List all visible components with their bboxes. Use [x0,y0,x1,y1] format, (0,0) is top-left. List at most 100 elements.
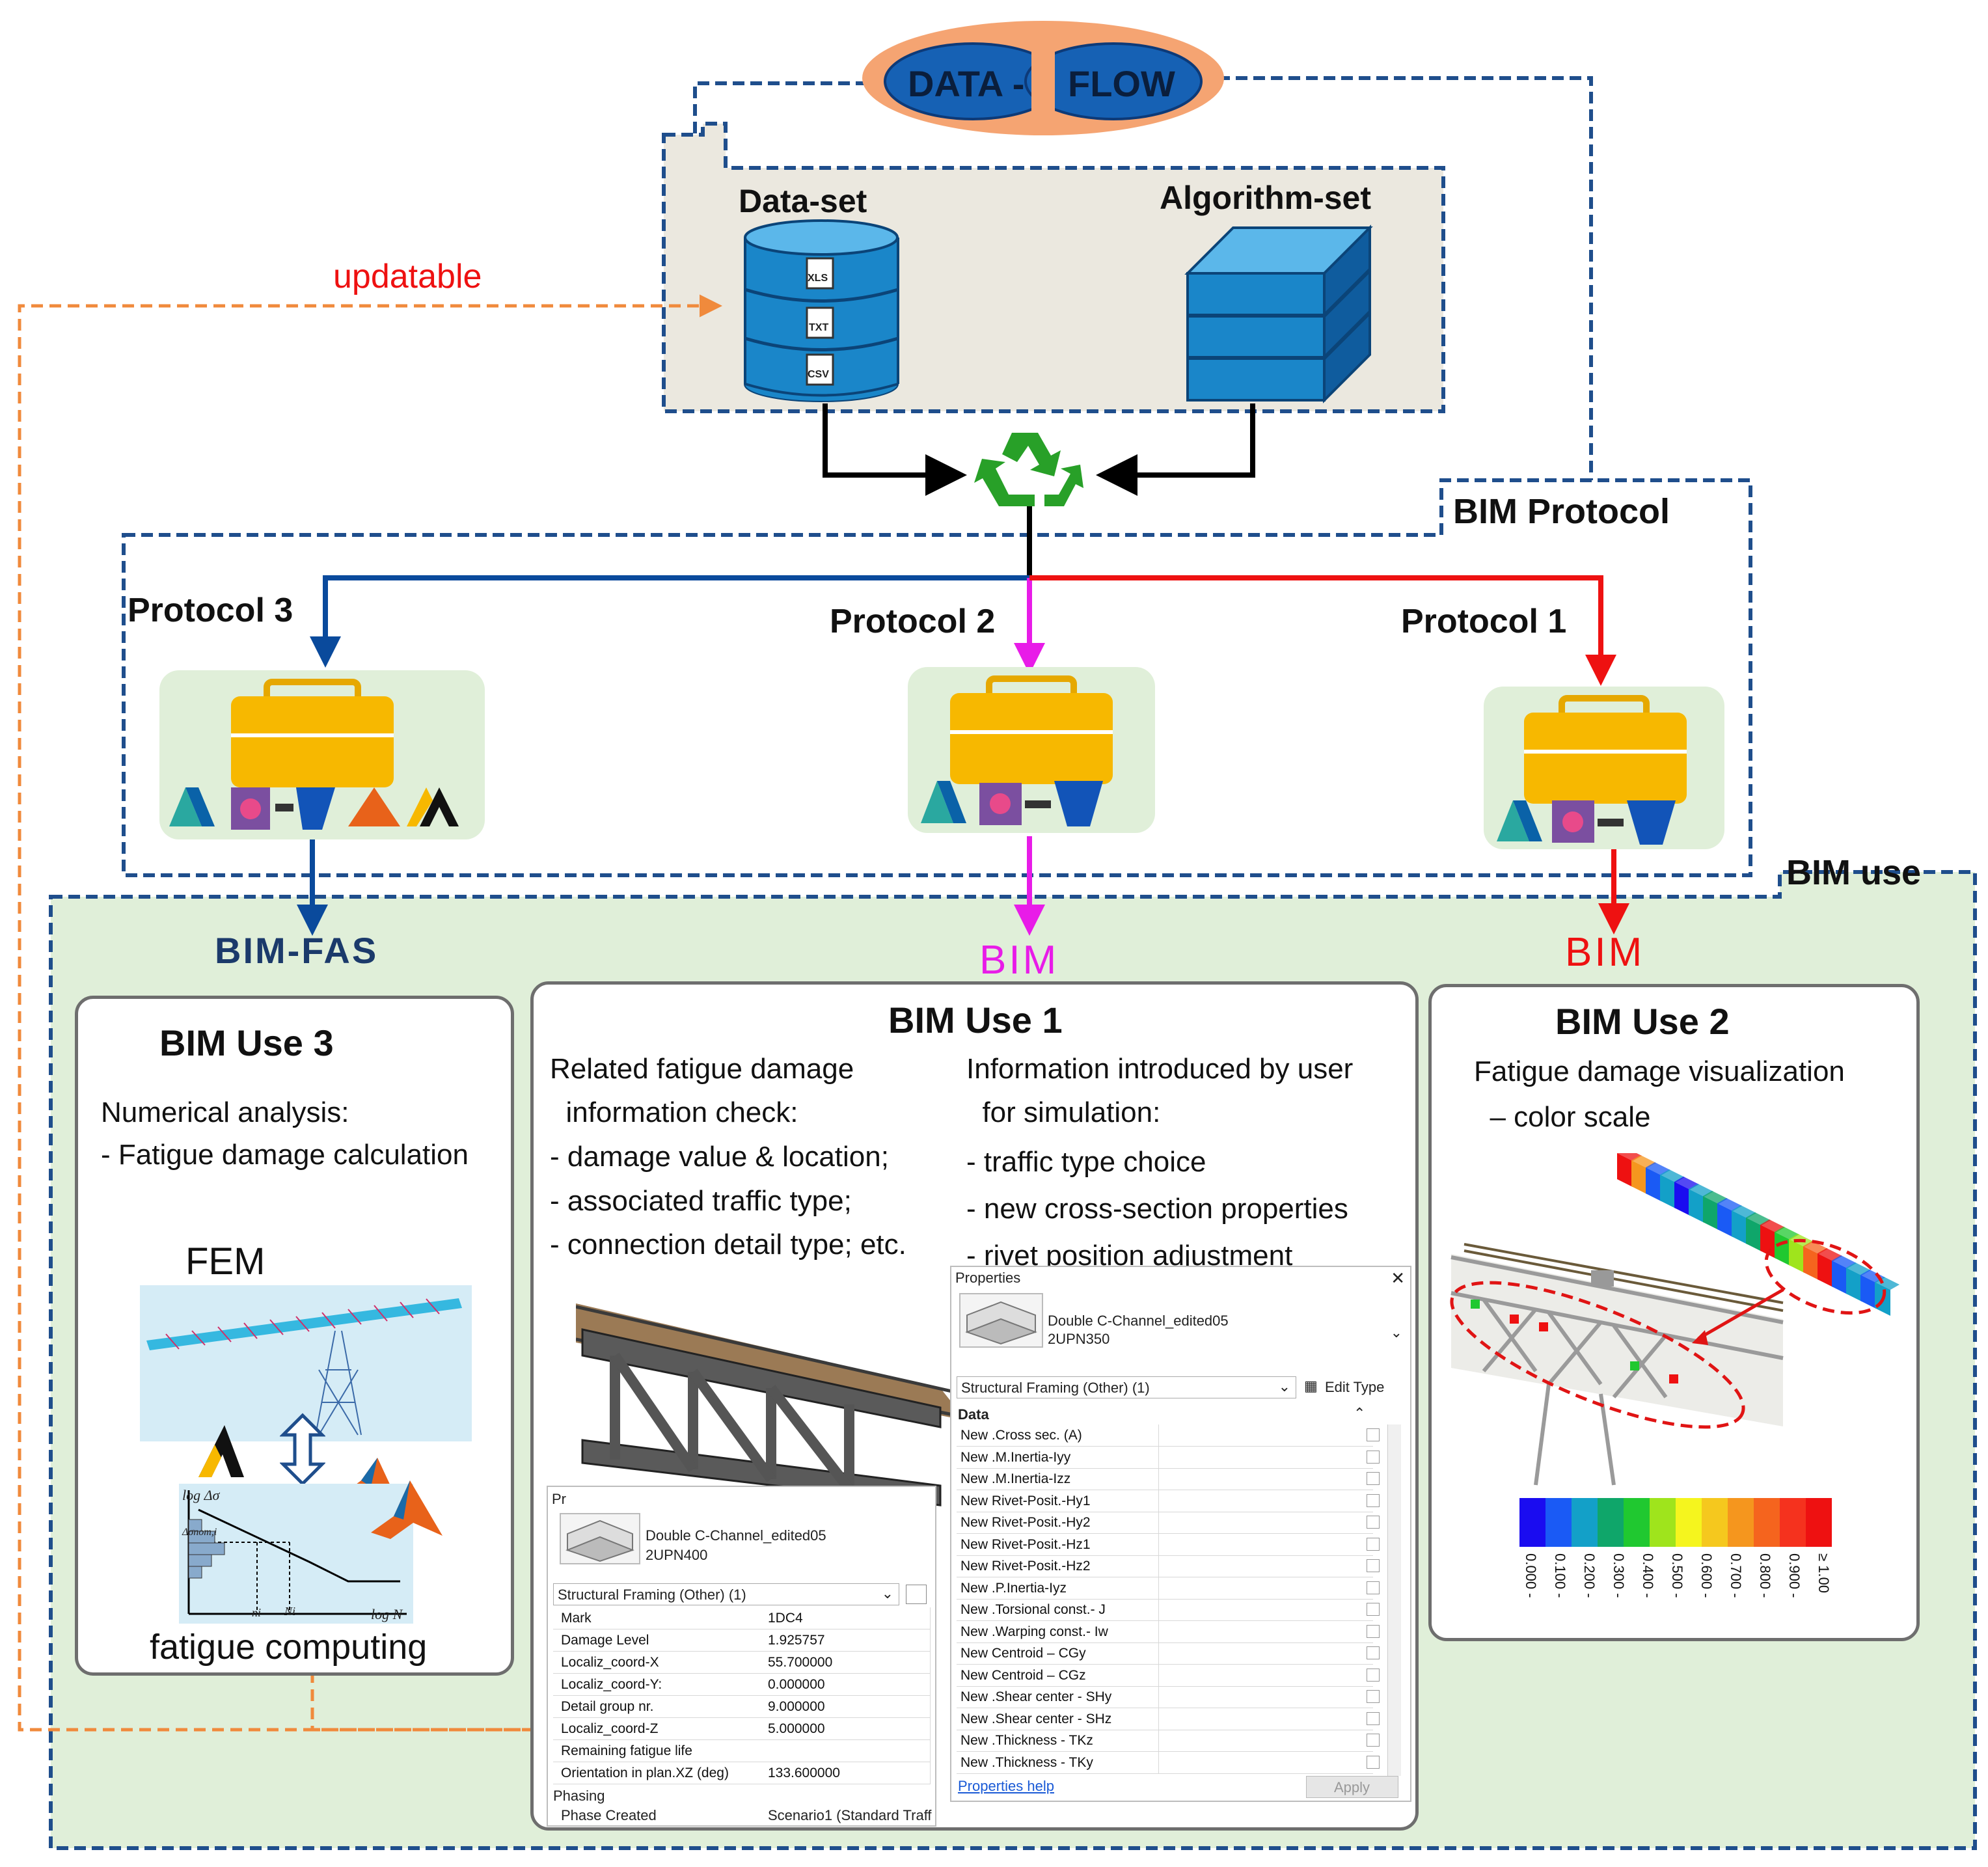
checkbox-icon[interactable] [1367,1646,1380,1659]
checkbox-icon[interactable] [1367,1624,1380,1638]
property-value-cell[interactable] [1158,1555,1159,1577]
scale-label: 0.900 - [1786,1553,1803,1598]
property-value-cell[interactable] [1158,1751,1159,1773]
property-value-cell[interactable] [1158,1642,1159,1664]
scale-label: 0.800 - [1757,1553,1773,1598]
property-value-cell[interactable] [1158,1424,1159,1446]
property-row[interactable]: New .Cross sec. (A) [957,1424,1380,1447]
property-row[interactable]: New .M.Inertia-Iyy [957,1446,1380,1469]
checkbox-icon[interactable] [1367,1711,1380,1725]
checkbox-icon[interactable] [1367,1493,1380,1507]
property-row[interactable]: New .M.Inertia-Izz [957,1468,1380,1490]
bim-use3-title: BIM Use 3 [159,1022,334,1063]
property-value-cell[interactable] [1158,1708,1159,1730]
property-row[interactable]: New Centroid – CGy [957,1642,1380,1665]
dataset-label: Data-set [739,183,867,219]
property-row[interactable]: New Rivet-Posit.-Hy1 [957,1490,1380,1512]
collapse-icon[interactable]: ⌃ [1354,1405,1366,1421]
right-properties-panel: Properties ✕ Double C-Channel_edited05 2… [950,1266,1411,1802]
checkbox-icon[interactable] [1367,1603,1380,1616]
type-chevron-icon[interactable]: ⌄ [1390,1324,1402,1341]
property-row[interactable]: New Rivet-Posit.-Hz2 [957,1555,1380,1577]
beam-segment [1689,1189,1704,1223]
checkbox-icon[interactable] [1367,1537,1380,1551]
property-value-cell[interactable] [1158,1512,1159,1533]
xls-file-icon: XLS [808,273,828,284]
checkbox-icon[interactable] [1367,1516,1380,1529]
right-category-select[interactable]: Structural Framing (Other) (1) ⌄ [957,1376,1296,1398]
bim-use2-title: BIM Use 2 [1555,1001,1730,1042]
exchange-arrow-icon [279,1412,327,1487]
property-value-cell[interactable] [1158,1620,1159,1642]
bim-use1-panel: BIM Use 1 Related fatigue damage informa… [530,981,1419,1831]
beam-segment [1832,1261,1847,1294]
checkbox-icon[interactable] [1367,1755,1380,1769]
property-row[interactable]: New .P.Inertia-Iyz [957,1577,1380,1600]
checkbox-icon[interactable] [1367,1450,1380,1464]
property-value-cell[interactable] [1158,1446,1159,1468]
protocol3-label: Protocol 3 [128,592,293,629]
right-scrollbar[interactable] [1387,1424,1401,1776]
property-row[interactable]: New Rivet-Posit.-Hz1 [957,1533,1380,1556]
property-value-cell[interactable] [1158,1686,1159,1708]
property-name: New .Thickness - TKz [960,1733,1093,1748]
property-row[interactable]: New Rivet-Posit.-Hy2 [957,1512,1380,1534]
property-row[interactable]: New .Shear center - SHz [957,1708,1380,1730]
edit-type-glyph-icon: ▦ [1304,1378,1318,1394]
property-value-cell[interactable] [1158,1533,1159,1555]
property-row[interactable]: Remaining fatigue life [553,1740,931,1762]
checkbox-icon[interactable] [1367,1668,1380,1682]
properties-help-link[interactable]: Properties help [958,1778,1054,1794]
left-panel-family: Double C-Channel_edited05 [646,1527,826,1544]
algorithm-set-label: Algorithm-set [1160,180,1371,216]
property-row[interactable]: New Centroid – CGz [957,1664,1380,1687]
scale-cell [1519,1498,1546,1547]
bim-use-label: BIM use [1786,853,1922,892]
scale-cell [1545,1498,1572,1547]
left-category-select[interactable]: Structural Framing (Other) (1) ⌄ [553,1583,899,1605]
property-name: New Rivet-Posit.-Hz2 [960,1559,1091,1574]
property-value-cell[interactable] [1158,1730,1159,1751]
scale-label: 0.100 - [1552,1553,1568,1598]
beam-segment-top [1775,1227,1799,1240]
property-row[interactable]: Orientation in plan.XZ (deg)133.600000 [553,1762,931,1784]
checkbox-icon[interactable] [1367,1559,1380,1572]
edit-type-button[interactable]: ▦ Edit Type [1303,1376,1400,1397]
checkbox-icon[interactable] [1367,1472,1380,1485]
updatable-loop [18,294,722,1732]
property-value-cell[interactable] [1158,1599,1159,1620]
checkbox-icon[interactable] [1367,1734,1380,1747]
property-row[interactable]: New .Warping const.- Iw [957,1620,1380,1643]
edit-type-label: Edit Type [1325,1379,1385,1395]
property-row[interactable]: New .Thickness - TKz [957,1730,1380,1752]
property-row[interactable]: Localiz_coord-Y:0.000000 [553,1674,931,1696]
property-row[interactable]: New .Shear center - SHy [957,1686,1380,1708]
color-scale-bar [1519,1498,1832,1547]
scale-label: 0.300 - [1611,1553,1627,1598]
property-name: New .M.Inertia-Iyy [960,1449,1071,1465]
property-value-cell[interactable] [1158,1664,1159,1686]
beam-segment [1746,1218,1762,1251]
beam-segment [1703,1196,1719,1230]
checkbox-icon[interactable] [1367,1690,1380,1703]
property-row[interactable]: Detail group nr.9.000000 [553,1696,931,1718]
checkbox-icon[interactable] [1367,1581,1380,1594]
protocol1-label: Protocol 1 [1401,603,1567,640]
property-value-cell[interactable] [1158,1577,1159,1599]
edit-type-icon[interactable] [906,1585,927,1604]
beam-segment [1660,1175,1676,1208]
bim-fas-label: BIM-FAS [215,930,379,971]
apply-button[interactable]: Apply [1306,1776,1398,1798]
close-icon[interactable]: ✕ [1391,1268,1405,1288]
property-row[interactable]: New .Torsional const.- J [957,1599,1380,1621]
right-panel-family: Double C-Channel_edited05 [1048,1313,1229,1329]
property-value-cell[interactable] [1158,1468,1159,1490]
checkbox-icon[interactable] [1367,1428,1380,1441]
beam-segment-top [1732,1205,1756,1218]
property-value-cell[interactable] [1158,1490,1159,1512]
property-row[interactable]: New .Thickness - TKy [957,1751,1380,1774]
